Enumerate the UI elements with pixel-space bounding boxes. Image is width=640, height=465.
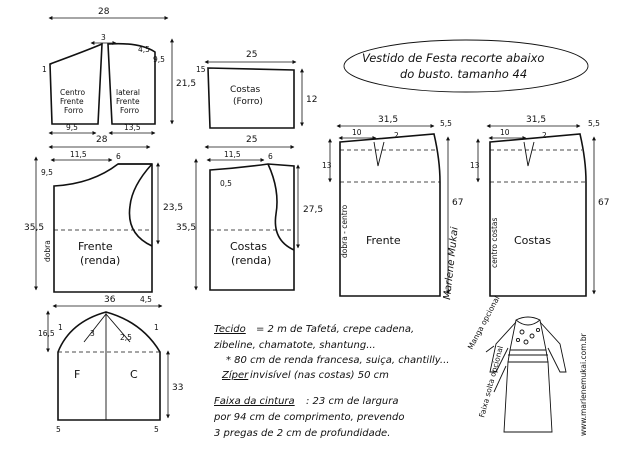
dim-hip-left: 13 — [322, 161, 332, 170]
belt-text-3: 3 pregas de 2 cm de profundidade. — [214, 428, 390, 439]
svg-text:Centro: Centro — [60, 88, 85, 97]
back-skirt-piece: 31,5 10 2 5,5 13 67 centro costas Costas — [470, 115, 609, 297]
dim-bottom-right: 5 — [154, 425, 159, 434]
belt-text-1: : 23 cm de largura — [306, 396, 399, 407]
label-optional-belt: Faixa solta opcional — [477, 345, 505, 419]
zipper-label: Zíper — [221, 369, 249, 381]
svg-text:Frente: Frente — [116, 97, 140, 106]
dim-cap: 16,5 — [38, 329, 55, 338]
dim-center: 3 — [101, 33, 106, 42]
dim-top: 31,5 — [526, 115, 546, 125]
dim-armhole: 23,5 — [163, 203, 183, 213]
label-sleeve-front: F — [74, 368, 80, 381]
svg-text:Forro: Forro — [120, 106, 140, 115]
dim-shoulder: 11,5 — [224, 150, 241, 159]
dim-top: 28 — [98, 7, 110, 17]
dim-cap-left: 1 — [58, 323, 63, 332]
label-sleeve-back: C — [130, 368, 138, 381]
dim-neck: 6 — [116, 152, 121, 161]
dim-bottom: 4,5 — [140, 295, 152, 304]
fabric-text-2: zibeline, chamatote, shantung... — [213, 340, 376, 351]
label-back-lace: Costas — [230, 240, 267, 253]
dim-bottom-left: 9,5 — [66, 123, 78, 132]
label-front-skirt: Frente — [366, 234, 401, 247]
signature: Marlene Mukai — [442, 226, 461, 300]
dim-dart-right: 2 — [542, 131, 547, 140]
dim-side: 21,5 — [176, 79, 196, 89]
fabric-label: Tecido — [214, 324, 246, 335]
dim-length: 67 — [452, 198, 463, 208]
svg-text:(Forro): (Forro) — [233, 97, 263, 107]
dim-right-top: 4,5 — [138, 45, 150, 54]
svg-text:lateral: lateral — [116, 88, 140, 97]
dim-side: 12 — [306, 95, 317, 105]
dress-illustration: Manga opcional Faixa solta opcional — [466, 294, 567, 433]
belt-label: Faixa da cintura — [214, 396, 295, 407]
back-bodice-lining-piece: 25 15 Costas (Forro) 12 — [196, 50, 317, 129]
front-skirt-piece: 31,5 10 2 5,5 13 67 dobra - centro Frent… — [322, 115, 463, 297]
dim-length: 67 — [598, 198, 609, 208]
belt-text-2: por 94 cm de comprimento, prevendo — [213, 412, 404, 423]
dim-dart-right: 2 — [394, 131, 399, 140]
front-bodice-lining-piece: 28 3 4,5 9,5 21,5 1 Centro Frente Forro … — [42, 7, 196, 135]
page-subtitle: do busto. tamanho 44 — [400, 67, 527, 81]
label-back-skirt: Costas — [514, 234, 551, 247]
page-title: Vestido de Festa recorte abaixo — [362, 51, 544, 65]
front-bodice-lace-piece: 28 11,5 6 9,5 23,5 35,5 dobra Frente (re… — [24, 135, 183, 304]
zipper-text: invisível (nas costas) 50 cm — [250, 369, 389, 381]
label-front-lining-left: Centro Frente Forro — [60, 88, 85, 115]
dim-inner-right: 2,5 — [120, 333, 132, 342]
title-block: Vestido de Festa recorte abaixo do busto… — [343, 39, 589, 93]
dim-top: 25 — [246, 50, 257, 60]
dim-side: 5,5 — [440, 119, 452, 128]
dim-top: 28 — [96, 135, 108, 145]
fold-center-label: dobra - centro — [340, 204, 349, 258]
website-url: www.marlenemukai.com.br — [579, 332, 588, 436]
svg-text:(renda): (renda) — [80, 254, 120, 267]
dim-height: 35,5 — [176, 223, 196, 233]
center-back-label: centro costas — [490, 218, 499, 268]
svg-text:(renda): (renda) — [231, 254, 271, 267]
dim-neck-depth: 0,5 — [220, 179, 232, 188]
dim-left: 15 — [196, 65, 206, 74]
dim-dart-left: 10 — [352, 128, 362, 137]
dim-shoulder: 11,5 — [70, 150, 87, 159]
dim-side: 5,5 — [588, 119, 600, 128]
back-bodice-lace-piece: 25 11,5 6 0,5 27,5 35,5 Costas (renda) — [176, 135, 323, 291]
dim-height: 35,5 — [24, 223, 44, 233]
label-optional-sleeve: Manga opcional — [466, 294, 502, 350]
dim-bottom-right: 13,5 — [124, 123, 141, 132]
dim-inner-left: 3 — [90, 329, 95, 338]
fabric-notes: Tecido = 2 m de Tafetá, crepe cadena, zi… — [213, 323, 449, 439]
svg-text:Forro: Forro — [64, 106, 84, 115]
dim-armhole: 27,5 — [303, 205, 323, 215]
dim-hip-left: 13 — [470, 161, 480, 170]
dim-top: 25 — [246, 135, 257, 145]
dim-dart-left: 10 — [500, 128, 510, 137]
fold-label: dobra — [43, 240, 52, 262]
dim-cap-right: 1 — [154, 323, 159, 332]
dim-top: 36 — [104, 295, 116, 305]
label-front-lace: Frente — [78, 240, 113, 253]
dim-neck: 6 — [268, 152, 273, 161]
dim-length: 33 — [172, 383, 183, 393]
fabric-text: = 2 m de Tafetá, crepe cadena, — [256, 323, 414, 335]
label-front-lining-right: lateral Frente Forro — [116, 88, 140, 115]
svg-text:Frente: Frente — [60, 97, 84, 106]
dim-left-mark: 1 — [42, 65, 47, 74]
dim-neck-depth: 9,5 — [41, 168, 53, 177]
lace-text: * 80 cm de renda francesa, suiça, chanti… — [226, 355, 449, 366]
sleeve-piece: 36 16,5 1 1 3 2,5 F C 33 5 5 — [38, 295, 183, 434]
label-back-lining: Costas — [230, 85, 261, 95]
dim-bottom-left: 5 — [56, 425, 61, 434]
dim-side-upper: 9,5 — [153, 55, 165, 64]
dim-top: 31,5 — [378, 115, 398, 125]
